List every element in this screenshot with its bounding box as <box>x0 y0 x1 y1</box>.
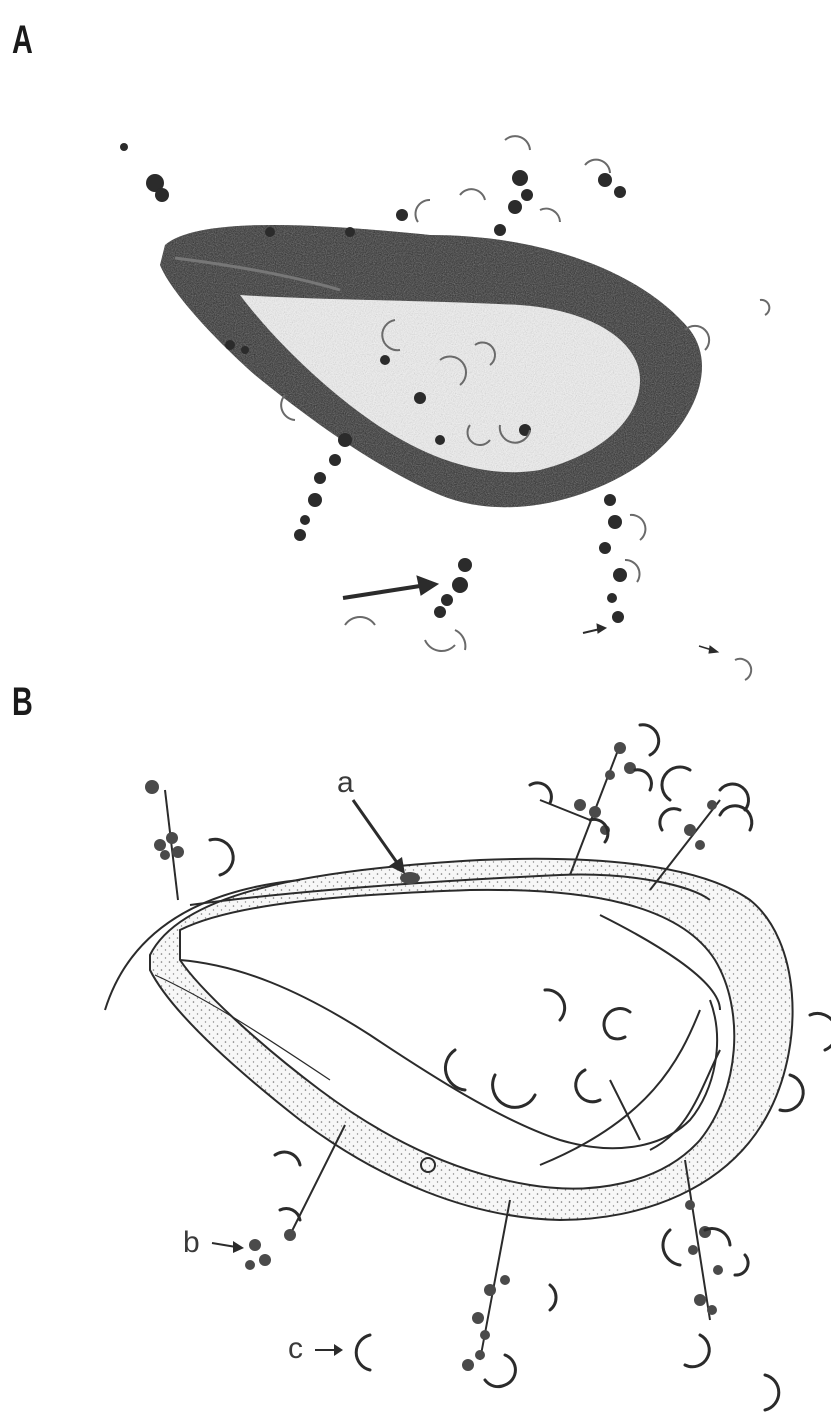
specimen-ring <box>160 225 702 507</box>
callout-c: c <box>288 1332 303 1365</box>
specimen-outline <box>105 859 793 1220</box>
callout-b: b <box>183 1226 200 1259</box>
panel-b-line-drawing: a b c <box>0 700 831 1425</box>
arrows <box>343 576 718 653</box>
callout-a: a <box>337 766 354 799</box>
panel-a-photomicrograph <box>0 0 831 700</box>
